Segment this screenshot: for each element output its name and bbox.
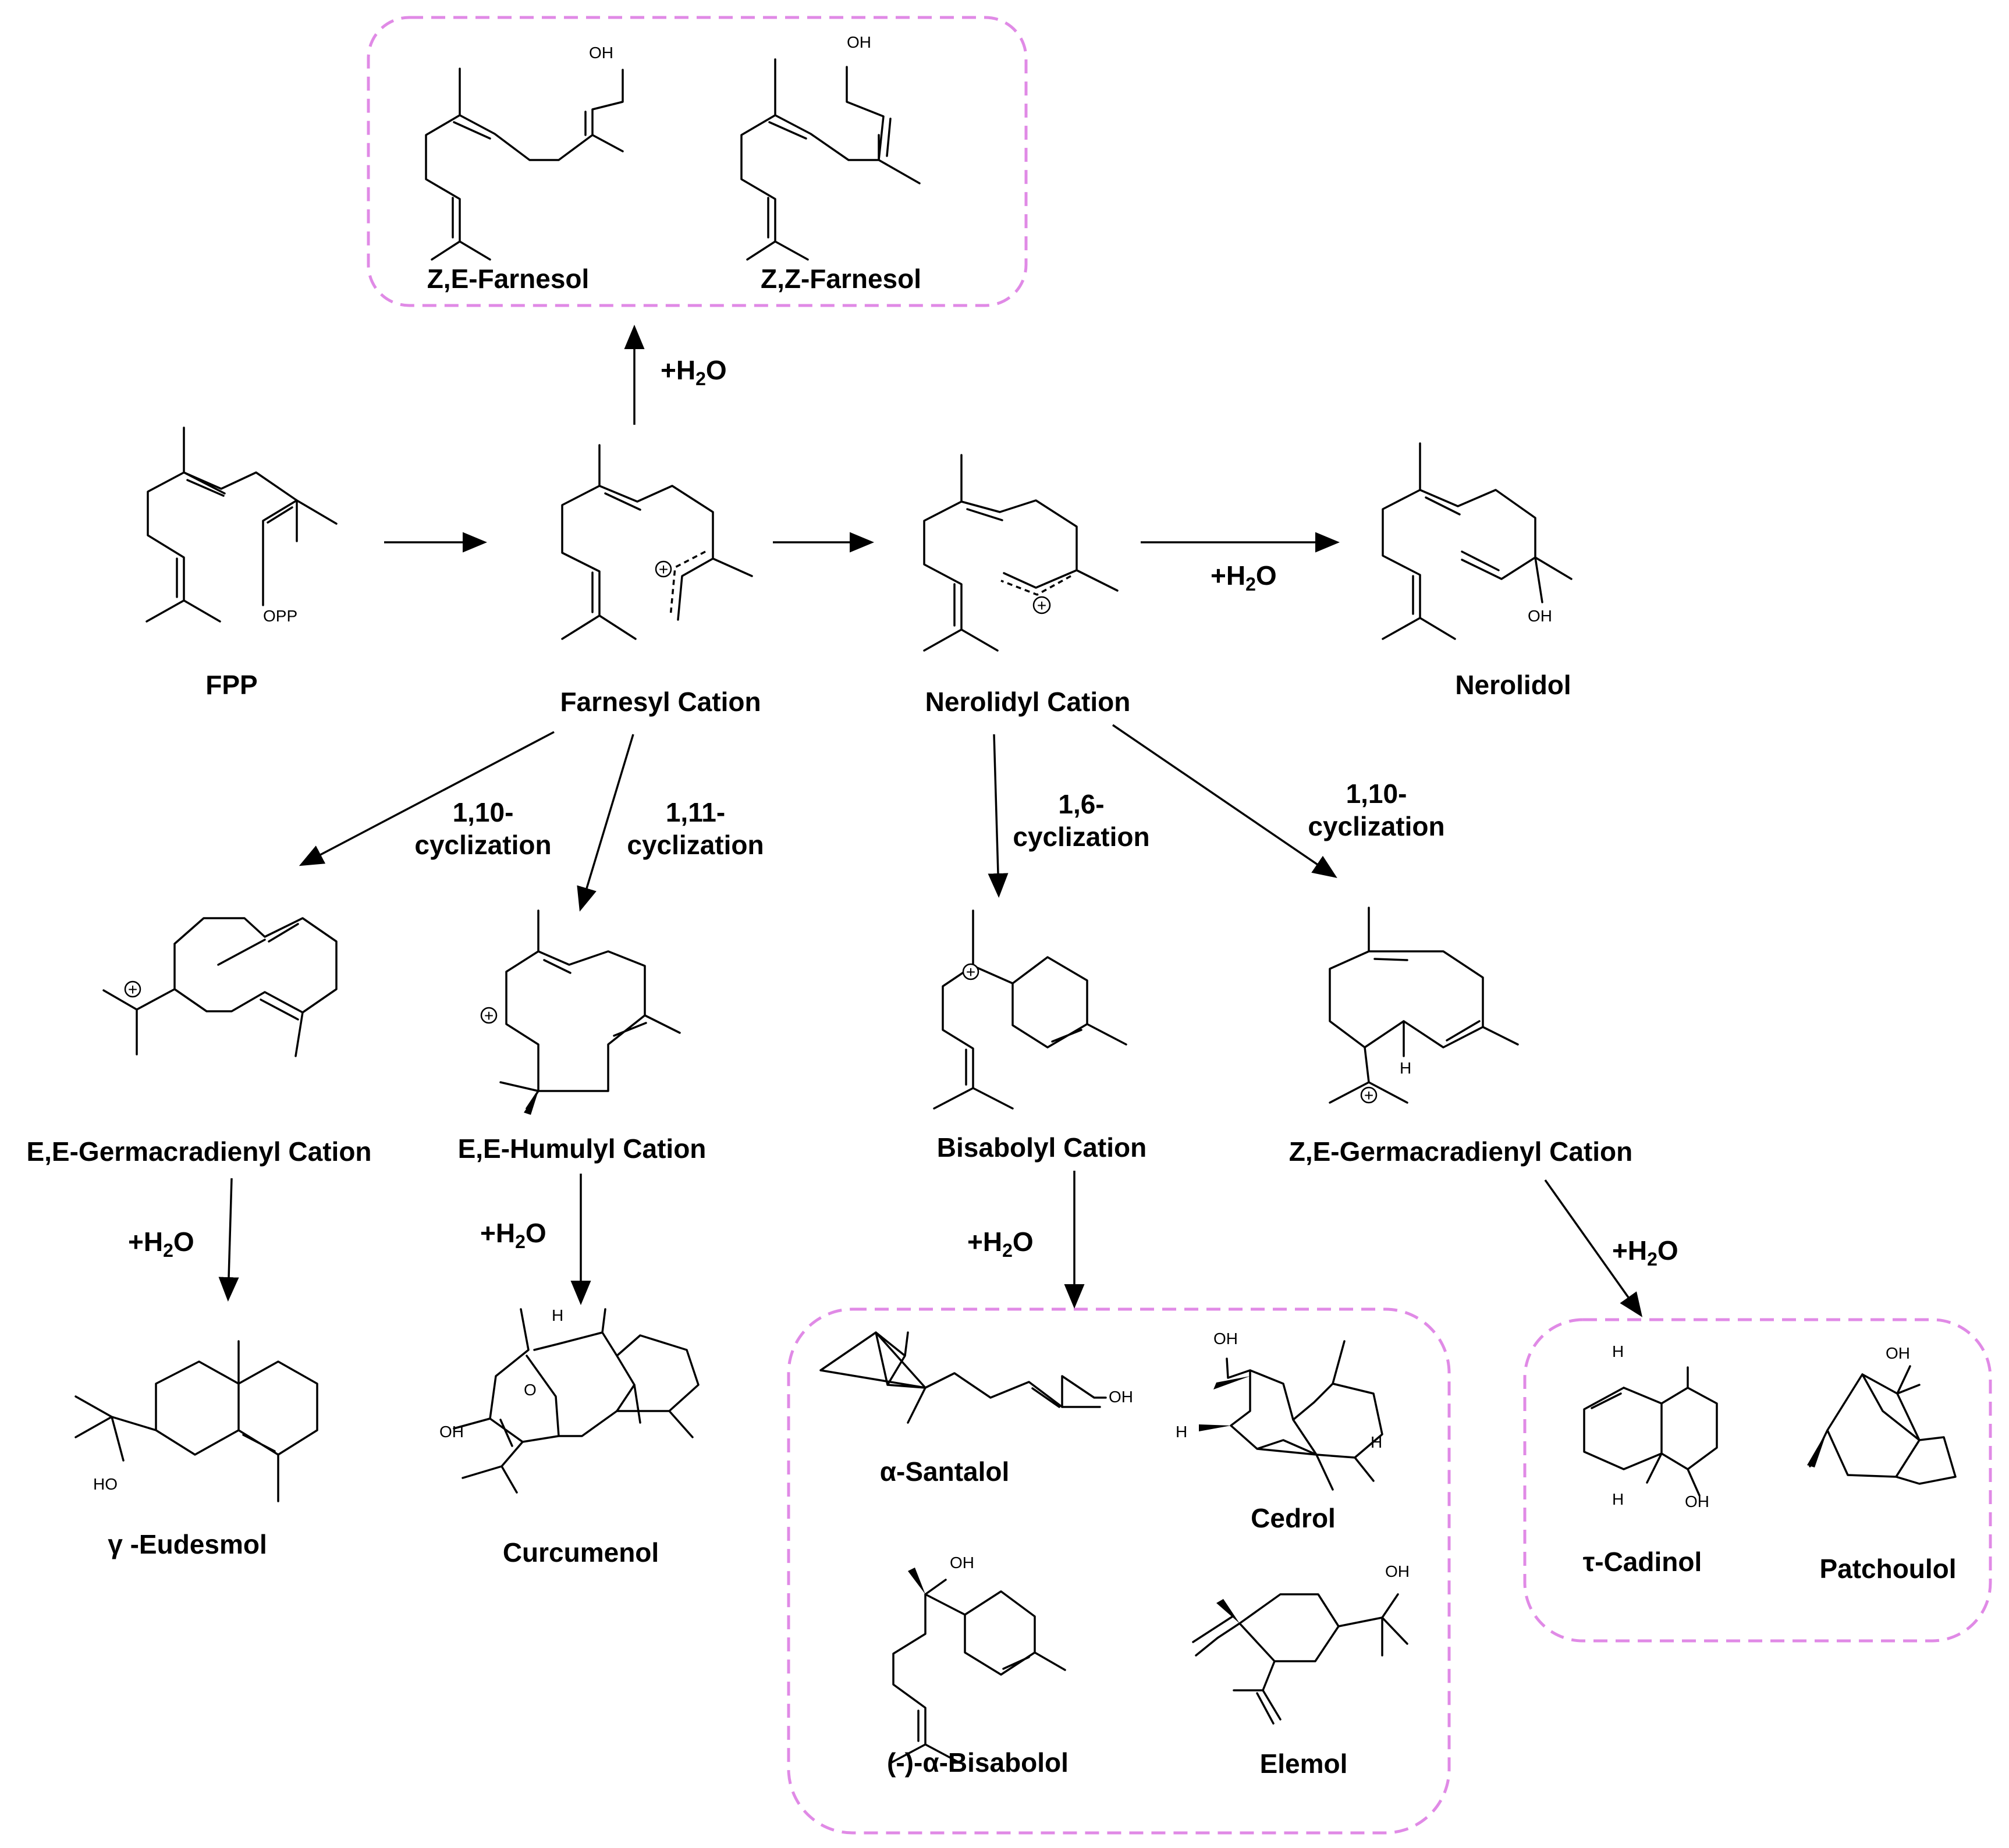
atom-oh: OH (1213, 1330, 1238, 1348)
atom-h: H (1612, 1342, 1624, 1360)
atom-o: O (524, 1381, 537, 1399)
atom-oh: OH (1685, 1492, 1709, 1511)
svg-text:+: + (484, 1007, 494, 1025)
structure-gamma-eudesmol: HO (74, 1340, 318, 1502)
atom-h: H (1176, 1423, 1187, 1441)
svg-text:+: + (128, 980, 137, 998)
structure-farnesyl-cation: + (561, 444, 753, 640)
structure-cedrol: OH H H (1176, 1330, 1383, 1491)
bisabolyl-products-group-box (787, 1307, 1451, 1835)
structure-nerolidyl-cation: + (923, 454, 1119, 652)
label-elemol: Elemol (1260, 1749, 1348, 1779)
label-nerolidyl-cation: Nerolidyl Cation (925, 687, 1131, 717)
structure-ze-germacradienyl-cation: H + (1329, 907, 1519, 1104)
atom-oh: OH (1886, 1344, 1910, 1362)
label-tau-cadinol: τ-Cadinol (1583, 1547, 1702, 1577)
structure-alpha-santalol: OH (819, 1331, 1133, 1424)
arrow-farnesyl-to-ee-germacradienyl (299, 731, 555, 866)
label-ze-germacradienyl-cation: Z,E-Germacradienyl Cation (1289, 1136, 1633, 1167)
label-zz-farnesol: Z,Z-Farnesol (761, 264, 921, 294)
germacradienyl-products-group-box (1523, 1318, 1992, 1643)
label-cedrol: Cedrol (1251, 1503, 1336, 1533)
structure-tau-cadinol: H H OH (1583, 1342, 1718, 1511)
atom-oh: OH (950, 1554, 974, 1572)
arrow-nerolidyl-to-ze-germacradienyl (1112, 724, 1337, 878)
label-gamma-eudesmol: γ -Eudesmol (108, 1529, 267, 1559)
cation-charge: + (962, 963, 979, 981)
label-bisabolyl-cation: Bisabolyl Cation (937, 1132, 1147, 1163)
label-farnesyl-cation: Farnesyl Cation (560, 687, 761, 717)
atom-h: H (552, 1306, 563, 1324)
atom-oh: OH (1528, 607, 1552, 625)
atom-h: H (1612, 1490, 1624, 1508)
condition-111-cyclization-line1: 1,11- (666, 797, 725, 827)
atom-h: H (1371, 1433, 1382, 1451)
atom-h: H (1400, 1059, 1411, 1077)
arrow-nerolidyl-to-bisabolyl (988, 734, 1009, 898)
arrow-ee-germacradienyl-to-eudesmol (218, 1178, 239, 1302)
label-fpp: FPP (205, 670, 257, 700)
structure-curcumenol: H O OH (439, 1306, 700, 1494)
structure-ze-farnesol: OH (425, 44, 624, 261)
condition-16-cyclization-line2: cyclization (1013, 822, 1149, 852)
label-alpha-bisabolol: (-)-α-Bisabolol (887, 1747, 1069, 1778)
label-alpha-santalol: α-Santalol (880, 1456, 1010, 1487)
label-curcumenol: Curcumenol (503, 1537, 659, 1568)
label-nerolidol: Nerolidol (1455, 670, 1571, 700)
condition-110-cyclization-line2: cyclization (414, 830, 551, 860)
condition-110-cyclization-b-line1: 1,10- (1346, 779, 1407, 809)
condition-water-nerolidol: +H2O (1211, 560, 1277, 595)
cation-charge: + (124, 980, 141, 998)
label-ze-farnesol: Z,E-Farnesol (427, 264, 590, 294)
condition-water-germacradienyl-products: +H2O (1612, 1235, 1678, 1270)
svg-text:+: + (659, 560, 668, 578)
svg-text:+: + (966, 963, 975, 981)
condition-16-cyclization-line1: 1,6- (1058, 789, 1104, 819)
structure-nerolidol: OH (1382, 442, 1573, 640)
atom-oh: OH (589, 44, 613, 62)
condition-110-cyclization-b-line2: cyclization (1308, 811, 1444, 841)
cation-charge: + (1360, 1086, 1378, 1104)
farnesol-group-box (367, 16, 1028, 307)
structure-alpha-bisabolol: OH (889, 1554, 1066, 1764)
structure-bisabolyl-cation: + (933, 909, 1127, 1110)
cation-charge: + (655, 560, 672, 578)
atom-ho: HO (93, 1475, 118, 1493)
atom-opp: OPP (263, 607, 297, 625)
atom-oh: OH (1109, 1388, 1133, 1406)
structure-patchoulol: OH (1807, 1344, 1957, 1485)
structure-fpp: OPP (145, 427, 338, 625)
atom-oh: OH (1385, 1562, 1410, 1580)
atom-oh: OH (847, 33, 871, 51)
cation-charge: + (1032, 596, 1051, 614)
condition-water-bisabolyl-products: +H2O (967, 1227, 1034, 1261)
condition-water-eudesmol: +H2O (128, 1227, 194, 1261)
atom-oh: OH (439, 1423, 464, 1441)
label-ee-humulyl-cation: E,E-Humulyl Cation (458, 1133, 707, 1164)
condition-111-cyclization-line2: cyclization (627, 830, 764, 860)
condition-water-farnesol: +H2O (661, 355, 727, 389)
arrow-ze-germacradienyl-to-products (1544, 1179, 1643, 1317)
svg-text:+: + (1364, 1086, 1373, 1104)
structure-zz-farnesol: OH (740, 33, 921, 261)
label-ee-germacradienyl-cation: E,E-Germacradienyl Cation (26, 1136, 371, 1167)
cation-charge: + (480, 1007, 498, 1025)
svg-text:+: + (1037, 596, 1046, 614)
structure-ee-humulyl-cation: + (480, 909, 681, 1115)
condition-110-cyclization-line1: 1,10- (453, 797, 514, 827)
structure-ee-germacradienyl-cation: + (102, 917, 338, 1057)
condition-water-curcumenol: +H2O (480, 1218, 546, 1252)
arrow-farnesyl-to-ee-humulyl (577, 734, 634, 912)
structure-elemol: OH (1192, 1562, 1410, 1725)
label-patchoulol: Patchoulol (1819, 1554, 1956, 1584)
